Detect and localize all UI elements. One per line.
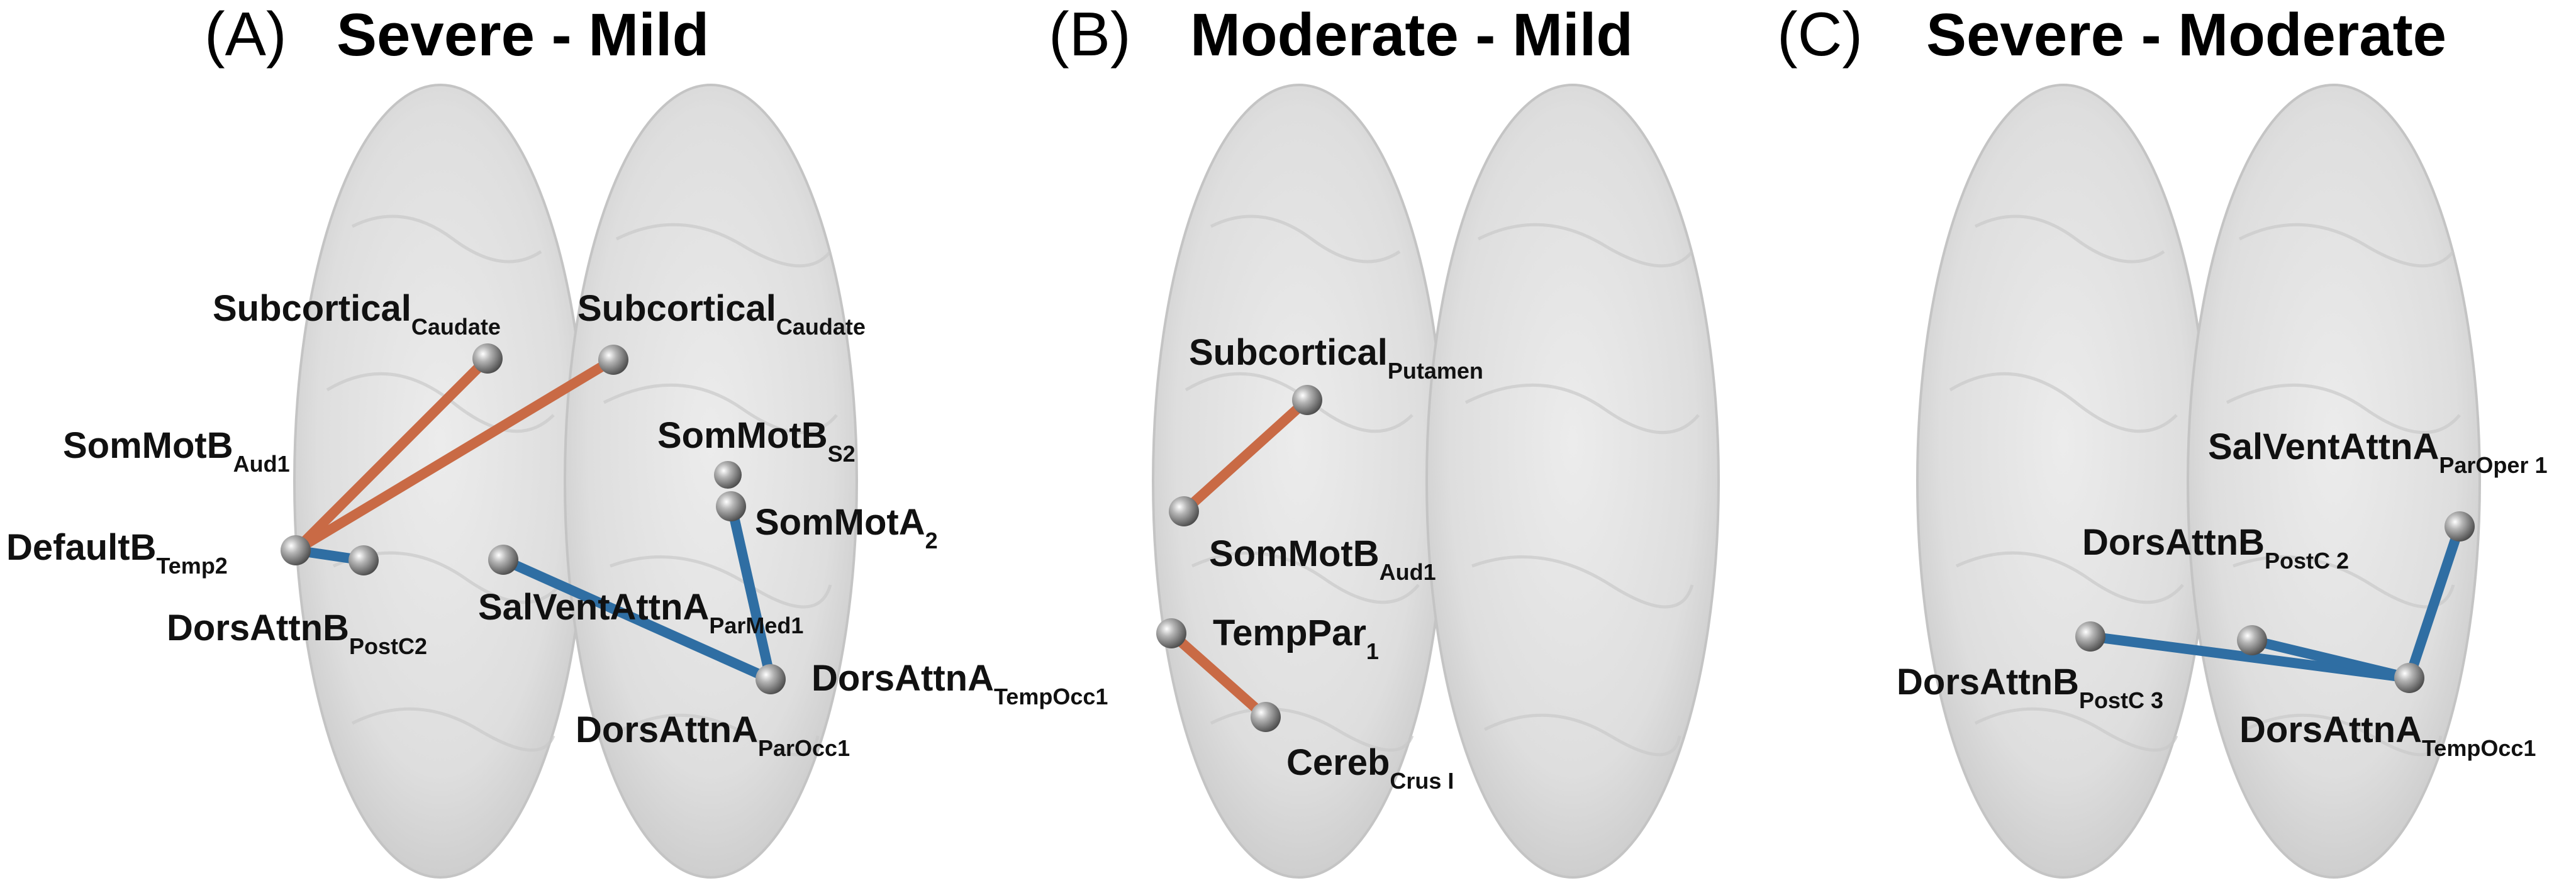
- node-a-sommotb-s2: [714, 461, 742, 489]
- node-a-salventattna-parmed1: [488, 545, 518, 575]
- panel-c-labels: SalVentAttnAParOper 1 DorsAttnBPostC 2 D…: [1897, 426, 2547, 761]
- edge-b-putamen-aud1: [1179, 395, 1312, 516]
- edge-c-paroper-tempocc1: [2404, 521, 2465, 683]
- panel-b-brain: [1152, 84, 1720, 879]
- label-c-dorsattnb-postc3: DorsAttnBPostC 3: [1897, 662, 2163, 713]
- panel-b-right-hemisphere: [1425, 84, 1720, 879]
- label-a-caudate-right: SubcorticalCaudate: [577, 288, 866, 340]
- panel-b-labels: SubcorticalPutamen SomMotBAud1 TempPar1 …: [1189, 332, 1483, 794]
- label-c-salventattna-paroper1: SalVentAttnAParOper 1: [2208, 426, 2547, 478]
- panel-b-nodes: [1156, 385, 1322, 732]
- node-c-salventattna-paroper1: [2445, 511, 2475, 541]
- panel-c-nodes: [2075, 511, 2475, 693]
- node-b-cereb-crus1: [1251, 702, 1281, 732]
- panel-a-title: Severe - Mild: [337, 1, 709, 69]
- panel-a-labels: SubcorticalCaudate SubcorticalCaudate So…: [6, 288, 1108, 761]
- panel-c-edges: [2085, 521, 2465, 683]
- panel-a-nodes: [281, 343, 786, 694]
- label-c-dorsattna-tempocc1: DorsAttnATempOcc1: [2239, 709, 2536, 761]
- label-a-defaultb-temp2: DefaultBTemp2: [6, 527, 228, 579]
- label-b-sommotb-aud1: SomMotBAud1: [1209, 533, 1436, 585]
- edge-b-temppar-cereb: [1166, 628, 1271, 722]
- node-b-subcortical-putamen: [1292, 385, 1322, 415]
- edge-c-postc3-tempocc1: [2085, 631, 2414, 683]
- panel-a: (A) Severe - Mild SubcorticalCaudate: [6, 0, 1108, 879]
- panel-c-letter: (C): [1777, 0, 1863, 69]
- panel-a-letter: (A): [204, 0, 287, 69]
- edge-a-caudl-temp2: [291, 353, 493, 555]
- node-a-defaultb-temp2: [281, 535, 311, 565]
- label-a-dorsattnb-postc2: DorsAttnBPostC2: [167, 608, 427, 659]
- panel-c-brain: [1916, 84, 2481, 879]
- label-b-cereb-crus1: CerebCrus I: [1286, 742, 1454, 794]
- node-c-dorsattnb-postc3: [2075, 621, 2105, 652]
- label-c-dorsattnb-postc2: DorsAttnBPostC 2: [2082, 522, 2349, 574]
- edge-c-postc2-tempocc1: [2247, 635, 2414, 683]
- edge-a-caudr-temp2: [291, 355, 618, 555]
- panel-a-left-hemisphere: [293, 84, 588, 879]
- label-a-sommotb-s2: SomMotBS2: [657, 415, 856, 467]
- label-b-temppar-1: TempPar1: [1213, 613, 1379, 664]
- label-a-sommota-2: SomMotA2: [755, 502, 938, 553]
- panel-b: (B) Moderate - Mild SubcorticalPutamen S…: [1049, 0, 1720, 879]
- panel-b-edges: [1166, 395, 1312, 722]
- node-a-sommota-2: [716, 491, 746, 521]
- panel-c-title: Severe - Moderate: [1926, 1, 2446, 69]
- panel-b-title: Moderate - Mild: [1190, 1, 1633, 69]
- label-a-salventattna-parmed1: SalVentAttnAParMed1: [478, 587, 803, 638]
- node-a-caudate-left: [472, 343, 503, 374]
- panel-b-letter: (B): [1049, 0, 1131, 69]
- node-c-dorsattna-tempocc1: [2394, 663, 2424, 693]
- label-b-subcortical-putamen: SubcorticalPutamen: [1189, 332, 1483, 384]
- node-a-dorsattna-parocc1: [756, 664, 786, 694]
- edge-a-parmed1-parocc1: [498, 555, 776, 684]
- edge-a-s2-parocc1: [726, 498, 776, 684]
- node-c-dorsattnb-postc2: [2237, 625, 2267, 655]
- label-a-caudate-left: SubcorticalCaudate: [213, 288, 501, 340]
- node-a-caudate-right: [598, 345, 628, 375]
- panel-c: (C) Severe - Moderate SalVentAttnAParOpe…: [1777, 0, 2547, 879]
- node-a-dorsattnb-postc2: [348, 545, 379, 575]
- panel-c-left-hemisphere: [1916, 84, 2211, 879]
- node-b-sommotb-aud1: [1169, 496, 1199, 526]
- node-b-temppar-1: [1156, 618, 1186, 648]
- label-a-sommotb-aud1: SomMotBAud1: [63, 425, 290, 477]
- label-a-dorsattna-tempocc1: DorsAttnATempOcc1: [811, 658, 1108, 709]
- label-a-dorsattna-parocc1: DorsAttnAParOcc1: [576, 709, 850, 761]
- panel-a-edges: [291, 353, 776, 684]
